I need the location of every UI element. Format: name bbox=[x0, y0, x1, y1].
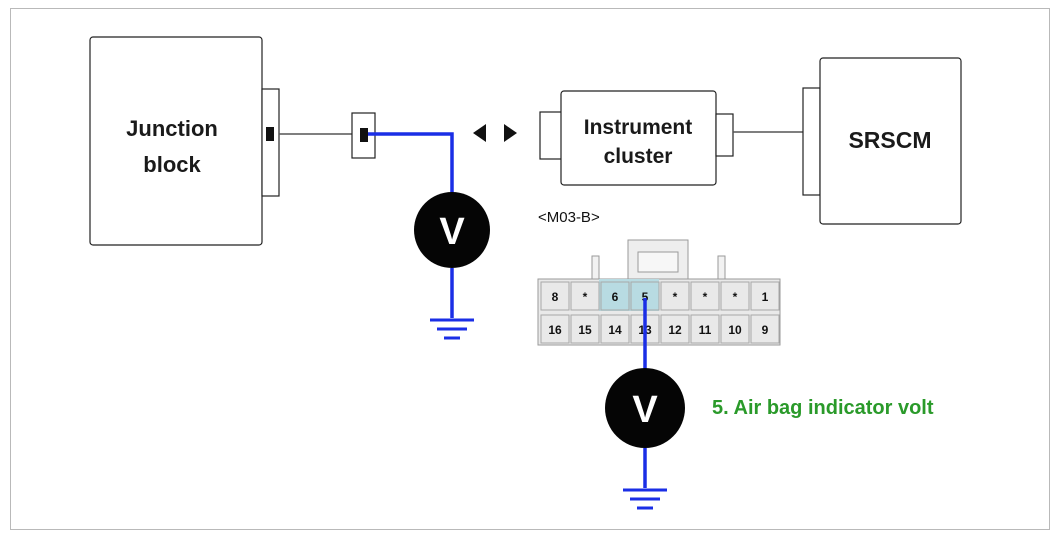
connector-pin-cell bbox=[690, 281, 720, 311]
instrument-cluster: Instrument cluster bbox=[539, 90, 734, 186]
connector-m03-b: 8*65***1161514131211109 bbox=[537, 239, 781, 346]
connector-pin-cell bbox=[570, 314, 600, 344]
srscm-connector bbox=[802, 87, 821, 196]
connector-pin-label: 16 bbox=[548, 323, 562, 337]
connector-pin-cell bbox=[750, 314, 780, 344]
connector-guide-right bbox=[717, 255, 726, 281]
ground-symbol-2-icon bbox=[623, 488, 667, 510]
connector-pin-label: 5 bbox=[642, 290, 649, 304]
connector-pin-label: 11 bbox=[699, 323, 712, 337]
voltmeter-1: V bbox=[414, 192, 490, 268]
ground-symbol-1-icon bbox=[430, 318, 474, 340]
srscm-body bbox=[819, 57, 962, 225]
connector-pin-label: * bbox=[673, 290, 678, 304]
connector-pin-cell bbox=[750, 281, 780, 311]
connector-pin-label: 8 bbox=[552, 290, 559, 304]
connector-pin-label: * bbox=[583, 290, 588, 304]
test-wire-1 bbox=[368, 132, 454, 196]
instrument-cluster-label-line2: cluster bbox=[604, 145, 673, 168]
voltmeter-1-circle bbox=[414, 192, 490, 268]
connector-pin-label: 10 bbox=[728, 323, 742, 337]
inline-connector bbox=[351, 112, 376, 159]
instrument-cluster-label-line1: Instrument bbox=[584, 116, 693, 139]
instrument-cluster-right-connector bbox=[715, 113, 734, 157]
inline-connector-terminal bbox=[360, 128, 368, 142]
connector-pin-label: 12 bbox=[668, 323, 682, 337]
connector-pin-cell bbox=[540, 281, 570, 311]
voltmeter-2-symbol: V bbox=[632, 389, 658, 431]
test-point-label: 5. Air bag indicator volt bbox=[712, 397, 934, 419]
connector-id-label: <M03-B> bbox=[538, 209, 600, 226]
junction-block-label-line1: Junction bbox=[126, 116, 218, 141]
connector-pin-cell bbox=[690, 314, 720, 344]
instrument-cluster-left-connector bbox=[539, 111, 563, 160]
voltmeter-2-circle bbox=[605, 368, 685, 448]
srscm-module: SRSCM bbox=[802, 57, 962, 225]
junction-block-label-line2: block bbox=[143, 152, 201, 177]
connector-pin-label: 6 bbox=[612, 290, 619, 304]
connector-pin-cell bbox=[600, 314, 630, 344]
connector-pin-label: * bbox=[733, 290, 738, 304]
connector-pin-label: 1 bbox=[762, 290, 769, 304]
connector-pin-cell bbox=[540, 314, 570, 344]
connector-pin-cell bbox=[570, 281, 600, 311]
junction-block-terminal bbox=[266, 127, 274, 141]
connector-pin-grid: 8*65***1161514131211109 bbox=[540, 281, 780, 344]
connector-pin-cell bbox=[660, 314, 690, 344]
voltmeter-2: V bbox=[605, 368, 685, 448]
connector-guide-left bbox=[591, 255, 600, 281]
connector-pin-label: 9 bbox=[762, 323, 769, 337]
connector-pin-label: * bbox=[703, 290, 708, 304]
bidirectional-arrow-icon bbox=[473, 124, 517, 142]
connector-pin-cell bbox=[660, 281, 690, 311]
connector-lock-latch bbox=[637, 251, 679, 273]
connector-pin-cell bbox=[600, 281, 630, 311]
connector-pin-label: 15 bbox=[578, 323, 592, 337]
connector-pin-cell bbox=[720, 314, 750, 344]
connector-pin-cell bbox=[720, 281, 750, 311]
connector-pin-label: 14 bbox=[608, 323, 622, 337]
srscm-label: SRSCM bbox=[848, 127, 931, 153]
voltmeter-1-symbol: V bbox=[439, 211, 465, 253]
junction-block: Junction block bbox=[89, 36, 280, 246]
junction-block-connector bbox=[261, 88, 280, 197]
junction-block-body bbox=[89, 36, 263, 246]
